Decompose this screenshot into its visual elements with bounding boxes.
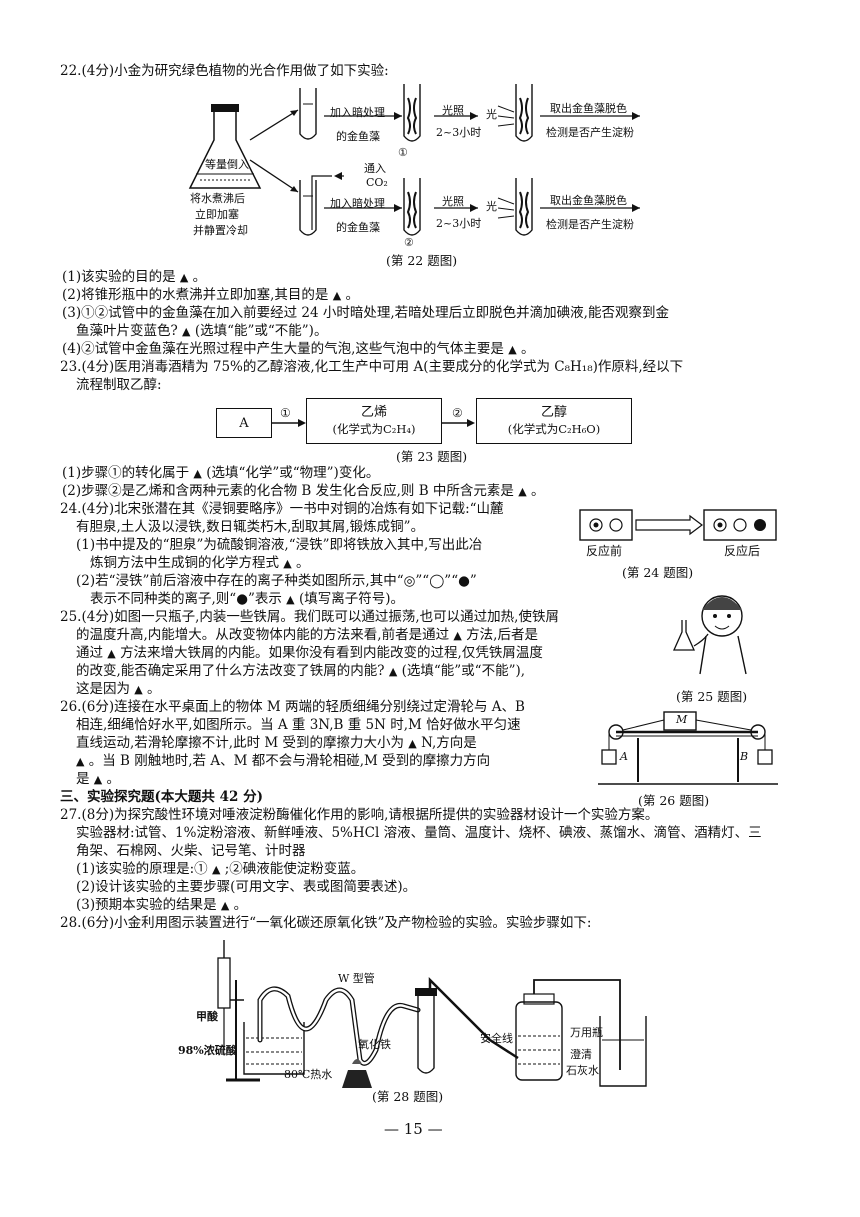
q28-hot-water-label: 80℃热水 — [284, 1068, 333, 1081]
q22-pour-label: 等量倒入 — [205, 158, 249, 171]
q27-line-1: 27.(8分)为探究酸性环境对唾液淀粉酶催化作用的影响,请根据所提供的实验器材设… — [60, 807, 659, 823]
q23-box-a: A — [216, 408, 272, 438]
q24-caption: (第 24 题图) — [622, 565, 694, 580]
q28-safety-line-label: 安全线 — [480, 1032, 513, 1045]
q26-line-1: 26.(6分)连接在水平桌面上的物体 M 两端的轻质细绳分别绕过定滑轮与 A、B — [60, 699, 525, 715]
q24-line-3: (1)书中提及的“胆泉”为硫酸铜溶液,“浸铁”即将铁放入其中,写出此冶 — [76, 537, 483, 553]
q25-line-1: 25.(4分)如图一只瓶子,内装一些铁屑。我们既可以通过振荡,也可以通过加热,使… — [60, 609, 559, 625]
q22-bot-label-1: 加入暗处理 — [330, 197, 385, 210]
q23-intro-a: 23.(4分)医用消毒酒精为 75%的乙醇溶液,化工生产中可用 A(主要成分的化… — [60, 359, 684, 375]
q22-top-label-1: 加入暗处理 — [330, 106, 385, 119]
q23-box-c-formula: (化学式为C₂H₆O) — [507, 422, 601, 436]
q22-top-light-word: 光 — [486, 108, 497, 121]
q23-step-1: ① — [280, 406, 291, 420]
q25-line-2: 的温度升高,内能增大。从改变物体内能的方法来看,前者是通过 ▲ 方法,后者是 — [76, 627, 538, 643]
q23-box-c-name: 乙醇 — [540, 405, 567, 420]
q23-step-2: ② — [452, 406, 463, 420]
q28-h2so4-label: 98%浓硫酸 — [178, 1044, 237, 1057]
q25-line-3: 通过 ▲ 方法来增大铁屑的内能。如果你没有看到内能改变的过程,仅凭铁屑温度 — [76, 645, 543, 661]
q27-line-6: (3)预期本实验的结果是 ▲ 。 — [76, 897, 248, 913]
q28-apparatus-figure — [217, 940, 647, 1088]
q27-line-2: 实验器材:试管、1%淀粉溶液、新鲜唾液、5%HCl 溶液、量筒、温度计、烧杯、碘… — [76, 825, 762, 841]
q22-top-take-label: 取出金鱼藻脱色 — [550, 102, 627, 115]
q22-caption: (第 22 题图) — [386, 253, 458, 268]
q27-line-3: 角架、石棉网、火柴、记号笔、计时器 — [76, 843, 306, 859]
q24-line-5: (2)若“浸铁”前后溶液中存在的离子种类如图所示,其中“◎”“◯”“●” — [76, 573, 477, 589]
q23-sub-2: (2)步骤②是乙烯和含两种元素的化合物 B 发生化合反应,则 B 中所含元素是 … — [62, 483, 545, 499]
q22-sub-2: (2)将锥形瓶中的水煮沸并立即加塞,其目的是 ▲ 。 — [62, 287, 359, 303]
q26-b-label: B — [740, 750, 749, 763]
q25-caption: (第 25 题图) — [676, 689, 748, 704]
q22-bot-time-label: 2~3小时 — [436, 217, 482, 230]
q24-figure — [579, 509, 777, 541]
q23-box-b: 乙烯 (化学式为C₂H₄) — [306, 398, 442, 444]
q25-girl-figure — [672, 595, 747, 675]
q22-bot-take-label: 取出金鱼藻脱色 — [550, 194, 627, 207]
q28-lime-label-1: 澄清 — [570, 1048, 592, 1061]
q22-boil-label-3: 并静置冷却 — [193, 224, 248, 237]
q22-co2-label-1: 通入 — [364, 162, 386, 175]
q24-before-label: 反应前 — [586, 544, 623, 558]
q22-bot-label-2: 的金鱼藻 — [336, 221, 380, 234]
q28-lime-label-2: 石灰水 — [566, 1064, 599, 1077]
q26-line-5: 是 ▲ 。 — [76, 771, 121, 787]
q22-co2-label-2: CO₂ — [366, 176, 388, 189]
q22-sub-3b: 鱼藻叶片变蓝色? ▲ (选填“能”或“不能”)。 — [76, 323, 328, 339]
q26-caption: (第 26 题图) — [638, 793, 710, 808]
q28-line-1: 28.(6分)小金利用图示装置进行“一氧化碳还原氧化铁”及产物检验的实验。实验步… — [60, 915, 592, 931]
q23-caption: (第 23 题图) — [396, 449, 468, 464]
q24-line-4: 炼铜方法中生成铜的化学方程式 ▲ 。 — [90, 555, 310, 571]
q26-line-3: 直线运动,若滑轮摩擦不计,此时 M 受到的摩擦力大小为 ▲ N,方向是 — [76, 735, 477, 751]
q24-after-label: 反应后 — [724, 544, 761, 558]
q27-line-4: (1)该实验的原理是:① ▲ ;②碘液能使淀粉变蓝。 — [76, 861, 365, 877]
q25-line-5: 这是因为 ▲ 。 — [76, 681, 161, 697]
q22-tube-2-label: ② — [404, 236, 414, 249]
q26-figure — [598, 711, 778, 785]
q26-line-2: 相连,细绳恰好水平,如图所示。当 A 重 3N,B 重 5N 时,M 恰好做水平… — [76, 717, 521, 733]
section-3-heading: 三、实验探究题(本大题共 42 分) — [60, 789, 263, 805]
q22-bot-light-word: 光 — [486, 200, 497, 213]
q28-caption: (第 28 题图) — [372, 1089, 444, 1104]
q28-fe2o3-label: 氧化铁 — [358, 1038, 391, 1051]
q24-line-2: 有胆泉,土人汲以浸铁,数日辄类朽木,刮取其屑,锻炼成铜”。 — [76, 519, 425, 535]
q22-figure — [188, 84, 640, 236]
q26-m-label: M — [676, 713, 688, 726]
q22-top-light-label: 光照 — [442, 104, 464, 117]
q23-intro-b: 流程制取乙醇: — [76, 377, 162, 393]
q22-tube-1-label: ① — [398, 146, 408, 159]
q23-arrows — [272, 419, 475, 427]
q22-sub-1: (1)该实验的目的是 ▲ 。 — [62, 269, 207, 285]
q22-top-label-2: 的金鱼藻 — [336, 130, 380, 143]
q23-box-b-formula: (化学式为C₂H₄) — [332, 422, 416, 436]
q22-top-time-label: 2~3小时 — [436, 126, 482, 139]
q26-line-4: ▲ 。当 B 刚触地时,若 A、M 都不会与滑轮相碰,M 受到的摩擦力方向 — [76, 753, 491, 769]
q22-boil-label-1: 将水煮沸后 — [190, 192, 245, 205]
q22-sub-3a: (3)①②试管中的金鱼藻在加入前要经过 24 小时暗处理,若暗处理后立即脱色并滴… — [62, 305, 669, 321]
q28-formic-label: 甲酸 — [196, 1010, 218, 1023]
q22-bot-detect-label: 检测是否产生淀粉 — [546, 218, 634, 231]
q22-boil-label-2: 立即加塞 — [195, 208, 239, 221]
q22-intro: 22.(4分)小金为研究绿色植物的光合作用做了如下实验: — [60, 63, 389, 79]
q24-line-6: 表示不同种类的离子,则“●”表示 ▲ (填写离子符号)。 — [90, 591, 404, 607]
q22-bot-light-label: 光照 — [442, 195, 464, 208]
q24-line-1: 24.(4分)北宋张潜在其《浸铜要略序》一书中对铜的冶炼有如下记载:“山麓 — [60, 501, 504, 517]
q25-line-4: 的改变,能否确定采用了什么方法改变了铁屑的内能? ▲ (选填“能”或“不能”), — [76, 663, 526, 679]
q23-box-c: 乙醇 (化学式为C₂H₆O) — [476, 398, 632, 444]
q28-w-tube-label: W 型管 — [338, 972, 375, 985]
page-number: — 15 — — [384, 1120, 443, 1138]
q22-top-detect-label: 检测是否产生淀粉 — [546, 126, 634, 139]
q26-a-label: A — [620, 750, 628, 763]
q23-sub-1: (1)步骤①的转化属于 ▲ (选填“化学”或“物理”)变化。 — [62, 465, 380, 481]
q27-line-5: (2)设计该实验的主要步骤(可用文字、表或图简要表述)。 — [76, 879, 417, 895]
q22-sub-4: (4)②试管中金鱼藻在光照过程中产生大量的气泡,这些气泡中的气体主要是 ▲ 。 — [62, 341, 535, 357]
q23-box-b-name: 乙烯 — [360, 405, 387, 420]
q28-bottle-label: 万用瓶 — [570, 1026, 603, 1039]
